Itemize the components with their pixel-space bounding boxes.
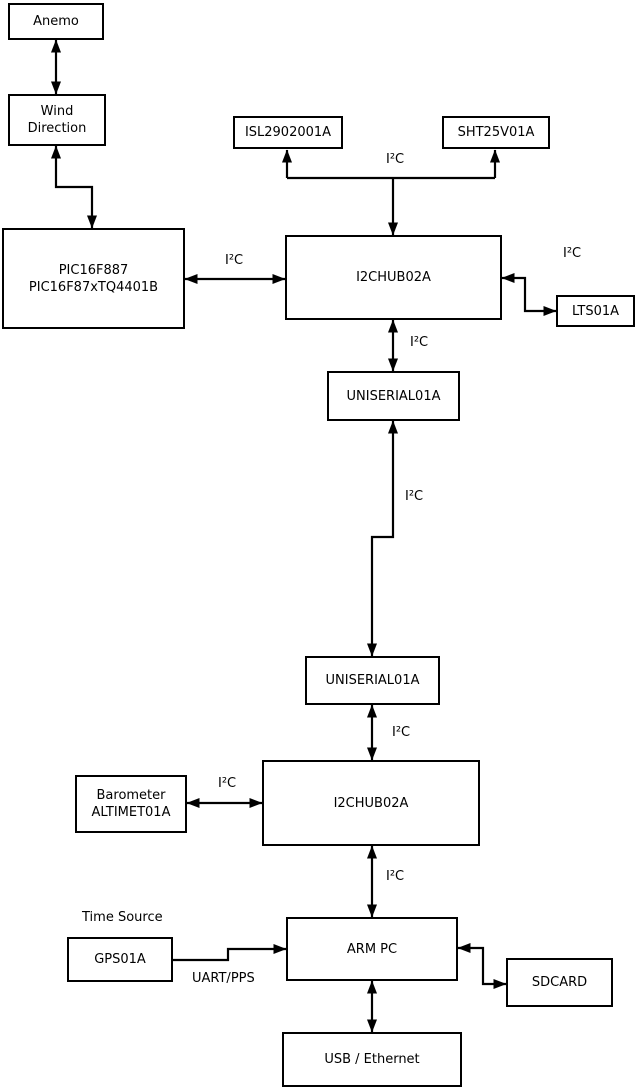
node-gps01a: GPS01A <box>67 937 173 982</box>
edge-label-time-source: Time Source <box>82 910 163 925</box>
node-i2chub02a-2: I2CHUB02A <box>262 760 480 846</box>
node-sht25v01a: SHT25V01A <box>442 116 550 149</box>
edge-uniserial1-uniserial2 <box>367 420 398 657</box>
node-gps01a-label: GPS01A <box>94 952 146 967</box>
node-barometer-label-line1: Barometer <box>96 788 166 803</box>
node-anemo-label: Anemo <box>33 14 79 29</box>
node-uniserial01a-2-label: UNISERIAL01A <box>325 673 420 688</box>
edge-gps-armpc <box>173 944 287 962</box>
node-uniserial01a-1-label: UNISERIAL01A <box>346 388 441 404</box>
edge-label-i2c-hub2-armpc: I²C <box>386 869 405 884</box>
node-isl2902001a-label: ISL2902001A <box>244 125 332 140</box>
node-barometer-altimet01a: Barometer ALTIMET01A <box>75 775 187 833</box>
node-isl2902001a: ISL2902001A <box>233 116 343 149</box>
node-wind-direction-label-line1: Wind <box>40 104 74 119</box>
node-sht25v01a-label: SHT25V01A <box>457 125 535 140</box>
edge-label-i2c-sensor-bus: I²C <box>386 152 405 167</box>
node-arm-pc-label: ARM PC <box>346 941 398 957</box>
edge-hub1-lts <box>501 273 557 316</box>
node-wind-direction: Wind Direction <box>8 94 106 146</box>
node-wind-direction-label-line2: Direction <box>27 121 87 136</box>
edge-label-i2c-uniserial2-hub2: I²C <box>392 725 411 740</box>
node-usb-ethernet: USB / Ethernet <box>282 1032 462 1087</box>
node-uniserial01a-2: UNISERIAL01A <box>305 656 440 705</box>
node-sdcard: SDCARD <box>506 958 613 1007</box>
edge-label-i2c-pic-hub1: I²C <box>225 253 244 268</box>
node-pic16f887-label-line1: PIC16F887 <box>58 262 129 278</box>
node-arm-pc: ARM PC <box>286 917 458 981</box>
node-i2chub02a-1: I2CHUB02A <box>285 235 502 320</box>
edge-label-i2c-barometer-hub2: I²C <box>218 776 237 791</box>
edge-label-i2c-hub1-lts: I²C <box>563 246 582 261</box>
node-usb-ethernet-label: USB / Ethernet <box>324 1052 420 1067</box>
edge-label-i2c-hub1-uniserial1: I²C <box>410 335 429 350</box>
node-i2chub02a-2-label: I2CHUB02A <box>333 795 409 811</box>
node-barometer-label-line2: ALTIMET01A <box>91 805 171 820</box>
edge-wind-pic <box>51 145 97 229</box>
node-anemo: Anemo <box>8 3 104 40</box>
node-lts01a: LTS01A <box>556 295 635 327</box>
node-sdcard-label: SDCARD <box>531 975 588 990</box>
edge-label-uart-pps: UART/PPS <box>192 971 255 986</box>
node-i2chub02a-1-label: I2CHUB02A <box>356 270 431 285</box>
node-uniserial01a-1: UNISERIAL01A <box>327 371 460 421</box>
node-lts01a-label: LTS01A <box>571 303 620 319</box>
edge-armpc-sdcard <box>457 943 507 989</box>
node-pic16f887: PIC16F887 PIC16F87xTQ4401B <box>2 228 185 329</box>
node-pic16f887-label-line2: PIC16F87xTQ4401B <box>28 279 159 295</box>
edge-label-i2c-uniserial-link: I²C <box>405 489 424 504</box>
